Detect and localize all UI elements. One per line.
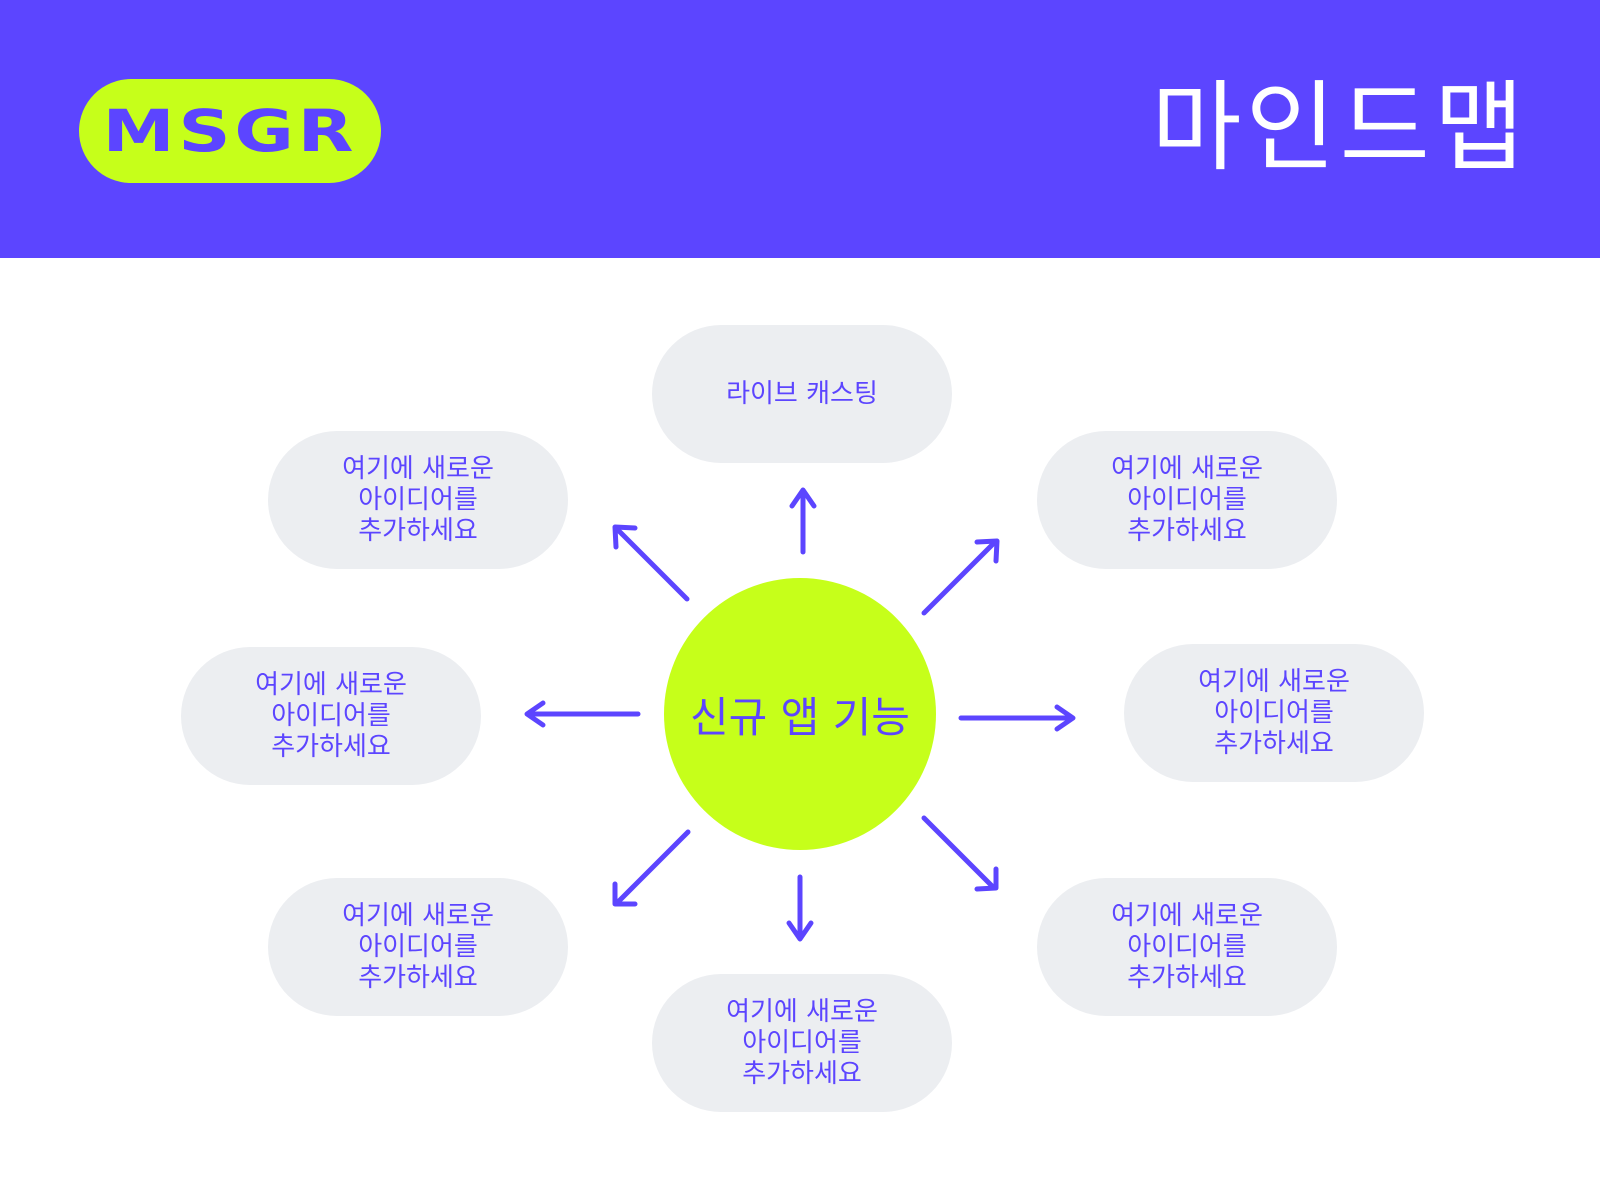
- arrow-up-right: [921, 538, 1000, 616]
- logo-text: MSGR: [102, 97, 358, 165]
- idea-node-left[interactable]: 여기에 새로운 아이디어를 추가하세요: [181, 647, 481, 785]
- idea-node-bottom[interactable]: 여기에 새로운 아이디어를 추가하세요: [652, 974, 952, 1112]
- idea-node-bottom-right[interactable]: 여기에 새로운 아이디어를 추가하세요: [1037, 878, 1337, 1016]
- arrow-up-left: [612, 524, 690, 602]
- idea-node-label: 여기에 새로운 아이디어를 추가하세요: [726, 996, 878, 1089]
- page-title: 마인드맵: [1151, 71, 1528, 185]
- arrow-right: [958, 704, 1076, 732]
- idea-node-label: 여기에 새로운 아이디어를 추가하세요: [342, 900, 494, 993]
- idea-node-label: 라이브 캐스팅: [726, 378, 878, 409]
- arrow-left: [524, 700, 641, 728]
- central-topic-label: 신규 앱 기능: [690, 692, 910, 742]
- header-banner: MSGR 마인드맵: [0, 0, 1600, 258]
- arrow-down: [786, 874, 814, 942]
- idea-node-label: 여기에 새로운 아이디어를 추가하세요: [1198, 666, 1350, 759]
- idea-node-label: 여기에 새로운 아이디어를 추가하세요: [1111, 900, 1263, 993]
- central-topic-node[interactable]: 신규 앱 기능: [664, 578, 936, 850]
- idea-node-label: 여기에 새로운 아이디어를 추가하세요: [1111, 453, 1263, 546]
- arrow-down-left: [612, 829, 691, 907]
- idea-node-top[interactable]: 라이브 캐스팅: [652, 325, 952, 463]
- arrow-up: [789, 487, 817, 555]
- arrow-down-right: [921, 815, 999, 892]
- idea-node-top-left[interactable]: 여기에 새로운 아이디어를 추가하세요: [268, 431, 568, 569]
- logo-badge: MSGR: [79, 79, 381, 183]
- idea-node-label: 여기에 새로운 아이디어를 추가하세요: [255, 669, 407, 762]
- idea-node-right[interactable]: 여기에 새로운 아이디어를 추가하세요: [1124, 644, 1424, 782]
- idea-node-top-right[interactable]: 여기에 새로운 아이디어를 추가하세요: [1037, 431, 1337, 569]
- idea-node-label: 여기에 새로운 아이디어를 추가하세요: [342, 453, 494, 546]
- idea-node-bottom-left[interactable]: 여기에 새로운 아이디어를 추가하세요: [268, 878, 568, 1016]
